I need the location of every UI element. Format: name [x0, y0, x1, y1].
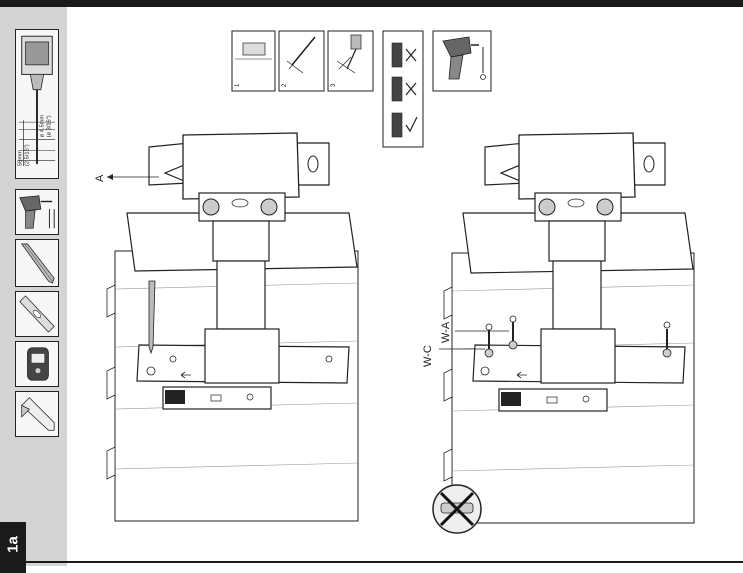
- square-icon: [15, 391, 59, 437]
- spirit-level-icon: [15, 291, 59, 337]
- drill-depth-icon: 58mm (2 5/16") ø 4.5mm (ø 3/16"): [15, 29, 59, 179]
- bottom-border: [0, 561, 743, 563]
- right-screw-label-wc: W-C: [422, 345, 434, 367]
- drill-box: [432, 30, 492, 92]
- left-pointer-label: A: [94, 174, 106, 182]
- drill-bit-in: (ø 3/16"): [46, 115, 52, 137]
- left-mount-figure: A: [94, 132, 359, 522]
- drill-depth-in: (2 5/16"): [24, 144, 30, 166]
- step-box-1-number: 1: [235, 83, 241, 87]
- top-bar: [0, 0, 743, 7]
- pencil-icon: [15, 239, 59, 287]
- illustration-canvas: 1 2 3: [94, 30, 695, 534]
- step-number: 1a: [4, 536, 22, 553]
- drill-depth-mm: 58mm: [18, 150, 24, 166]
- stud-finder-check-box: [382, 30, 424, 148]
- right-mount-figure: W-C W-A: [422, 132, 695, 534]
- step-box-2-number: 2: [282, 83, 288, 87]
- tool-sidebar: 58mm (2 5/16") ø 4.5mm (ø 3/16"): [0, 7, 67, 573]
- step-box-2: 2: [278, 30, 325, 92]
- step-box-3-number: 3: [331, 83, 337, 87]
- drill-icon: [15, 189, 59, 235]
- main-illustration: 1 2 3: [67, 7, 743, 561]
- x-mark-icon: [405, 82, 417, 96]
- check-mark-icon: [405, 116, 418, 133]
- step-box-3: 3: [327, 30, 374, 92]
- stud-finder-icon: [15, 341, 59, 387]
- no-wall-anchor-icon: [432, 484, 482, 534]
- step-box-1: 1: [231, 30, 276, 92]
- step-label: 1a: [0, 522, 26, 573]
- drill-bit-mm: ø 4.5mm: [40, 115, 46, 138]
- x-mark-icon: [405, 48, 417, 62]
- right-screw-label-wa: W-A: [440, 321, 452, 343]
